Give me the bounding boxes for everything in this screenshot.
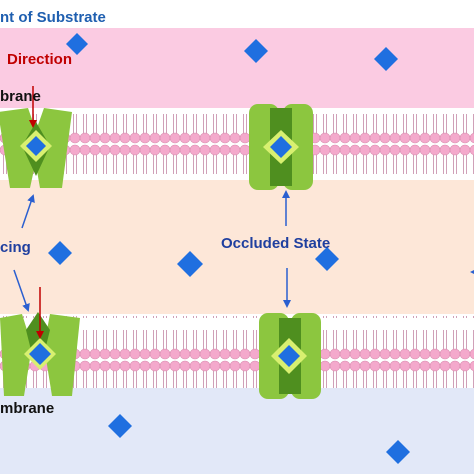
substrate-icon: [374, 47, 398, 71]
substrate-icon: [29, 343, 51, 365]
substrate-icon: [386, 440, 410, 464]
membrane-bottom: [0, 316, 474, 388]
direction-label: Direction: [7, 51, 72, 68]
substrate-molecules: [48, 33, 410, 464]
substrate-icon: [315, 247, 339, 271]
diagram-title: nt of Substrate: [0, 9, 106, 26]
transporter-occluded-icon: [259, 313, 321, 399]
substrate-icon: [244, 39, 268, 63]
substrate-icon: [278, 345, 300, 367]
transporter-occluded-icon: [249, 104, 313, 190]
transporter-outward-icon: [0, 108, 72, 188]
facing-arrow-down: [13, 269, 30, 312]
occluded-state-label: Occluded State: [221, 235, 330, 252]
substrate-icon: [66, 33, 88, 55]
facing-arrow-up: [21, 194, 35, 229]
middle-compartment: [0, 180, 474, 314]
membrane-label-bottom: mbrane: [0, 400, 54, 417]
substrate-icon: [177, 251, 203, 277]
substrate-icon: [270, 136, 292, 158]
membrane-label-top: brane: [0, 88, 41, 105]
substrate-icon: [26, 136, 46, 156]
transporter-inward-icon: [0, 312, 80, 396]
bottom-compartment: [0, 388, 474, 474]
substrate-icon: [48, 241, 72, 265]
facing-label: cing: [0, 239, 31, 256]
substrate-icon: [108, 414, 132, 438]
membrane-top: [0, 108, 474, 180]
